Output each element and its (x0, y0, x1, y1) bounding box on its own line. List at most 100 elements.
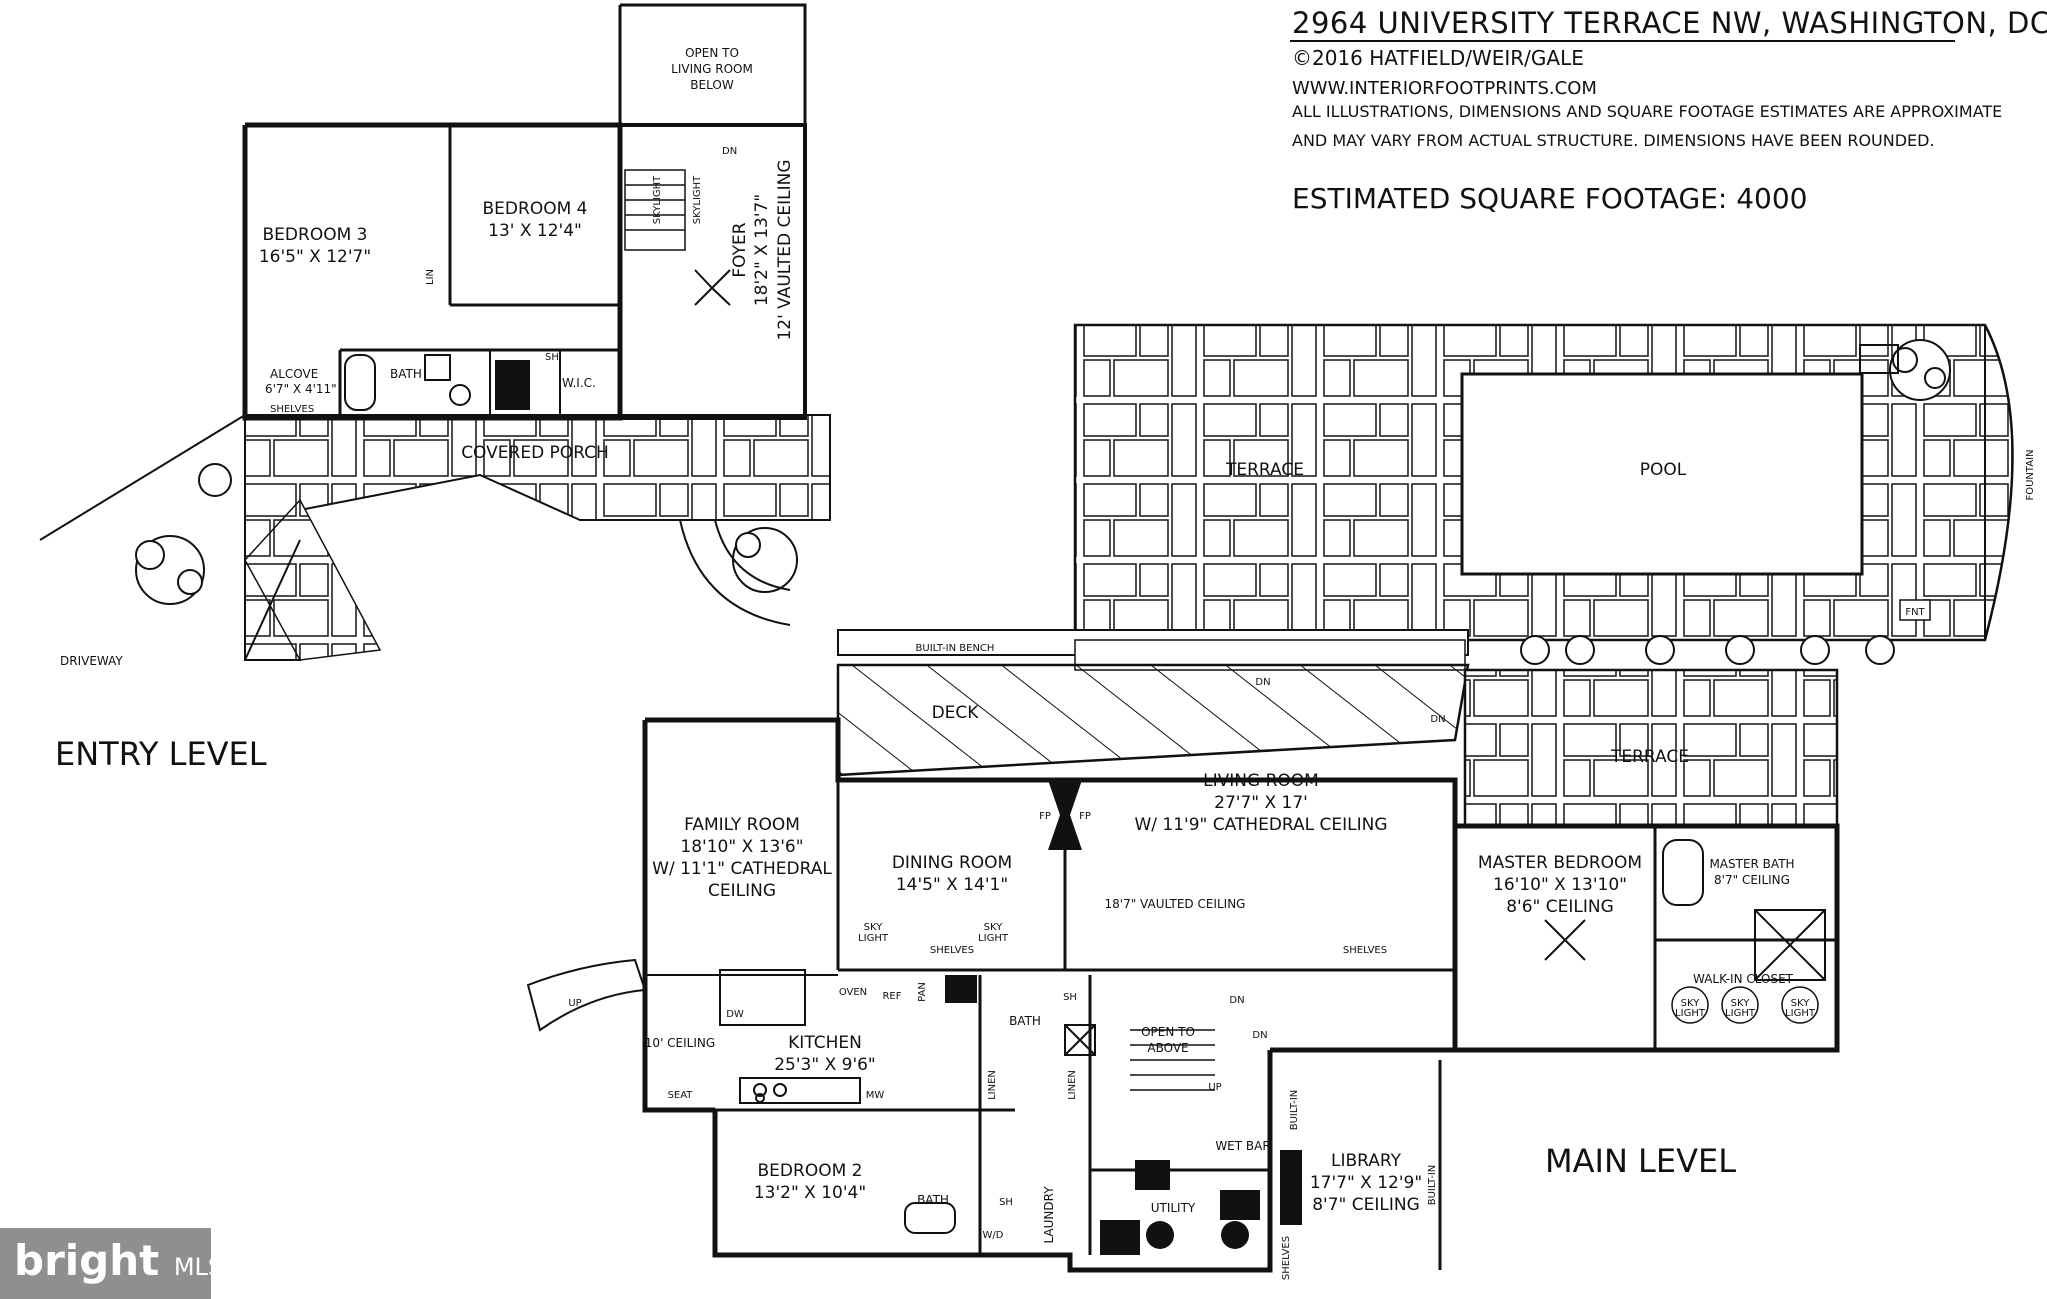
skylight-1-b: LIGHT (858, 933, 889, 944)
terrace-dn: DN (1430, 714, 1445, 725)
bright-mls-watermark: bright MLS (0, 1228, 223, 1299)
east-terrace-label: TERRACE (1610, 747, 1689, 767)
library-ceiling: 8'7" CEILING (1312, 1195, 1420, 1215)
open-to-living-3: BELOW (690, 78, 734, 92)
main-bath: BATH (1009, 1014, 1041, 1028)
bedroom2-sh: SH (999, 1197, 1013, 1208)
pool-label: POOL (1640, 460, 1687, 480)
wd: W/D (983, 1230, 1004, 1241)
master-ceiling: 8'6" CEILING (1506, 897, 1614, 917)
tree-shrubs (1520, 339, 1951, 665)
entry-bath: BATH (390, 367, 422, 381)
copyright-line: ©2016 HATFIELD/WEIR/GALE (1292, 46, 1584, 70)
entry-walkway (244, 414, 831, 661)
built-in-1: BUILT-IN (1289, 1090, 1300, 1131)
pan: PAN (917, 982, 928, 1002)
bedroom3-dim: 16'5" X 12'7" (259, 247, 371, 267)
family-name: FAMILY ROOM (684, 815, 800, 835)
built-in-bench-label: BUILT-IN BENCH (916, 643, 995, 654)
master-bath: MASTER BATH (1709, 857, 1794, 871)
mw: MW (866, 1090, 885, 1101)
watermark-text: bright MLS (14, 1236, 223, 1285)
entry-dn: DN (722, 146, 737, 157)
dining-dim: 14'5" X 14'1" (896, 875, 1008, 895)
living-shelves: SHELVES (1343, 945, 1387, 956)
alcove-name: ALCOVE (270, 367, 318, 381)
hall-dn: DN (1252, 1030, 1267, 1041)
watermark-brand: bright (14, 1236, 160, 1285)
laundry: LAUNDRY (1042, 1186, 1056, 1244)
dining-name: DINING ROOM (892, 853, 1012, 873)
disclaimer-line-1: ALL ILLUSTRATIONS, DIMENSIONS AND SQUARE… (1292, 102, 2003, 121)
foyer-ceiling: 12' VAULTED CEILING (775, 159, 795, 340)
main-level-label: MAIN LEVEL (1545, 1142, 1736, 1180)
fnt-label: FNT (1905, 607, 1925, 618)
terrace-label: TERRACE (1225, 460, 1304, 480)
family-ceiling-1: W/ 11'1" CATHEDRAL (652, 859, 832, 879)
living-ceiling: W/ 11'9" CATHEDRAL CEILING (1134, 815, 1387, 835)
library-dim: 17'7" X 12'9" (1310, 1173, 1422, 1193)
foyer-name: FOYER (730, 222, 750, 277)
fireplace-main (1048, 780, 1302, 1225)
skylight-2-a: SKY (984, 922, 1004, 933)
open-above-2: ABOVE (1147, 1041, 1188, 1055)
deck-label: DECK (932, 703, 980, 723)
landscape (39, 414, 798, 661)
family-dim: 18'10" X 13'6" (680, 837, 803, 857)
living-name: LIVING ROOM (1203, 771, 1319, 791)
address-title: 2964 UNIVERSITY TERRACE NW, WASHINGTON, … (1292, 6, 2047, 40)
stair-main (1130, 1029, 1215, 1091)
entry-sh: SH (545, 352, 559, 363)
linen-1: LINEN (987, 1070, 998, 1100)
bedroom2-name: BEDROOM 2 (758, 1161, 863, 1181)
front-steps (526, 958, 647, 1032)
pool (1460, 372, 1864, 576)
utility: UTILITY (1151, 1201, 1196, 1215)
bedroom2-dim: 13'2" X 10'4" (754, 1183, 866, 1203)
main-level-walls (642, 717, 1840, 1273)
open-above-1: OPEN TO (1141, 1025, 1195, 1039)
appliances (945, 975, 1260, 1255)
square-footage: ESTIMATED SQUARE FOOTAGE: 4000 (1292, 182, 1808, 215)
wic-sky-3-b: LIGHT (1785, 1008, 1816, 1019)
wic-sky-1-a: SKY (1681, 998, 1701, 1009)
entry-skylight-1: SKYLIGHT (652, 175, 663, 224)
entry-level-walls (242, 3, 807, 421)
counter-bars (719, 344, 1899, 1234)
built-in-2: BUILT-IN (1427, 1165, 1438, 1206)
library-name: LIBRARY (1331, 1151, 1402, 1171)
master-dim: 16'10" X 13'10" (1493, 875, 1627, 895)
stair-dn: DN (1229, 995, 1244, 1006)
east-terrace (1463, 668, 1839, 828)
bedroom2-bath: BATH (917, 1193, 949, 1207)
website-line[interactable]: WWW.INTERIORFOOTPRINTS.COM (1292, 78, 1597, 99)
family-ceiling-2: CEILING (708, 881, 776, 901)
master-bath-ceiling: 8'7" CEILING (1714, 873, 1790, 887)
oven: OVEN (839, 987, 867, 998)
wic-sky-1-b: LIGHT (1675, 1008, 1706, 1019)
entry-fixtures (344, 354, 471, 411)
kitchen-dim: 25'3" X 9'6" (774, 1055, 876, 1075)
seat: SEAT (668, 1090, 694, 1101)
dw: DW (726, 1009, 744, 1020)
open-to-living-1: OPEN TO (685, 46, 739, 60)
alcove-dim: 6'7" X 4'11" (265, 382, 337, 396)
skylight-2-b: LIGHT (978, 933, 1009, 944)
fp-left: FP (1039, 811, 1051, 822)
entry-level-label: ENTRY LEVEL (55, 735, 267, 773)
covered-porch: COVERED PORCH (461, 443, 609, 463)
vaulted-ceiling: 18'7" VAULTED CEILING (1105, 897, 1246, 911)
dining-shelves: SHELVES (930, 945, 974, 956)
watermark-suffix: MLS (173, 1253, 224, 1281)
bedroom3-name: BEDROOM 3 (263, 225, 368, 245)
wic-sky-2-a: SKY (1731, 998, 1751, 1009)
fp-right: FP (1079, 811, 1091, 822)
driveway: DRIVEWAY (60, 654, 123, 668)
entry-wic: W.I.C. (562, 376, 596, 390)
front-up: UP (568, 998, 581, 1009)
wic-sky-3-a: SKY (1791, 998, 1811, 1009)
deck-dn: DN (1255, 677, 1270, 688)
open-to-living-2: LIVING ROOM (671, 62, 753, 76)
bedroom4-name: BEDROOM 4 (483, 199, 588, 219)
